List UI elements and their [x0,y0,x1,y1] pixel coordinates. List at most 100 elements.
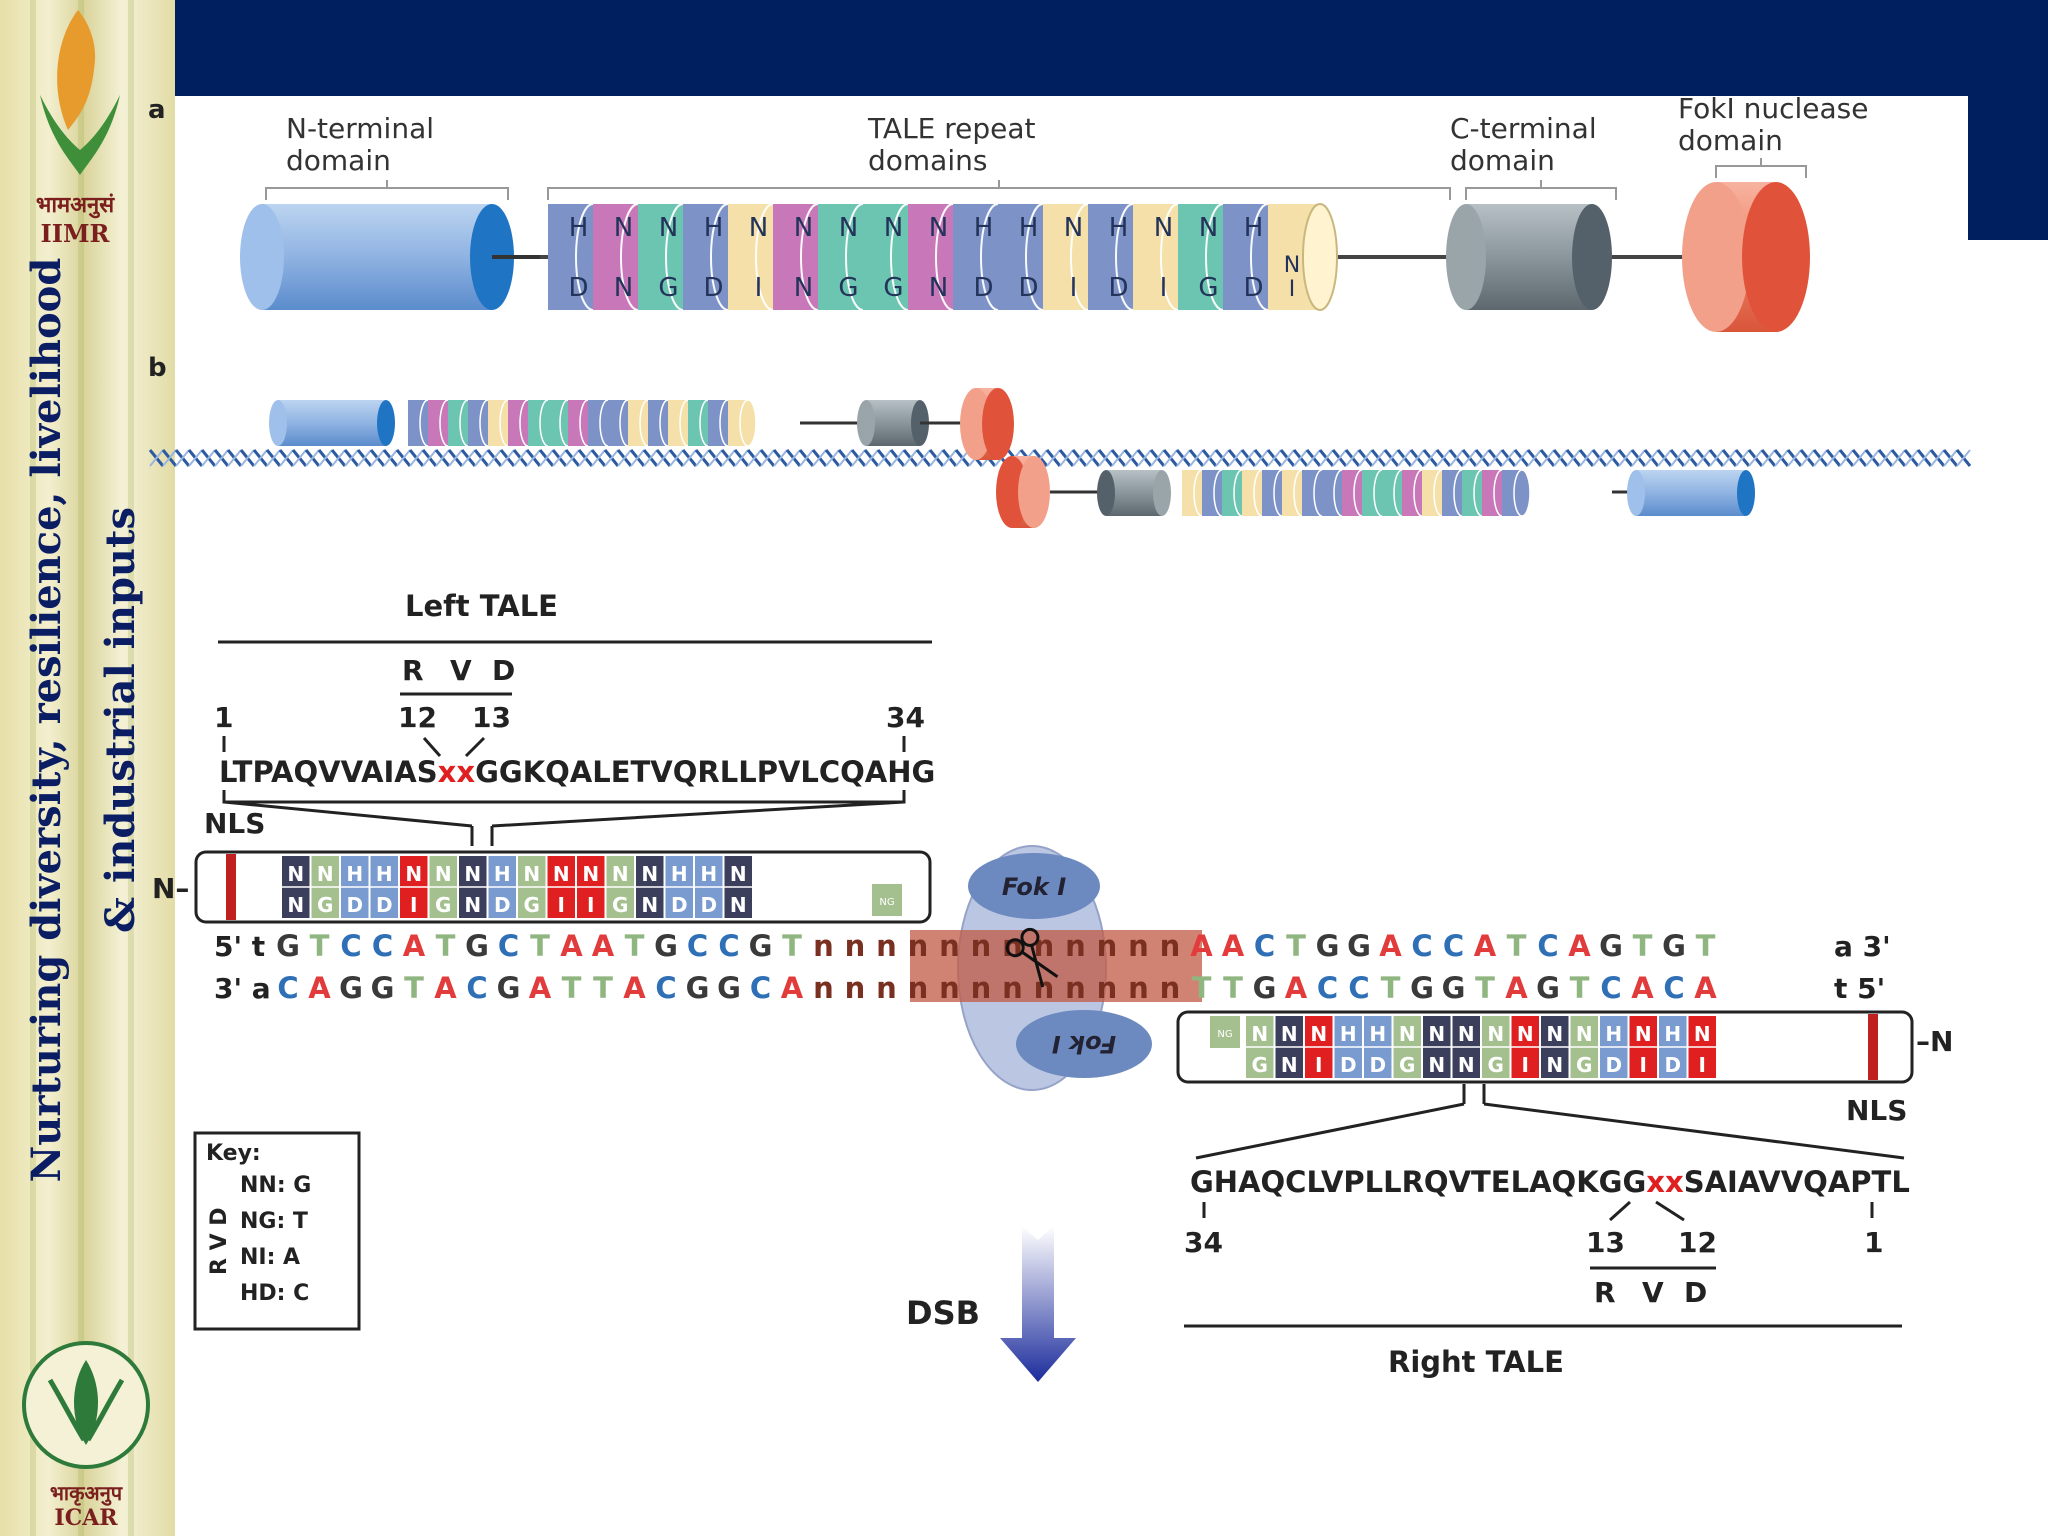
repeat-rvd-bottom-2: N [614,273,633,303]
dna-base: A [403,929,426,963]
repeat-rvd-top-14: N [1154,213,1173,243]
rvd-box-14: NI [1629,1016,1657,1078]
foki-label-2: domain [1678,124,1783,157]
svg-text:G: G [612,893,628,917]
dna-base: n [1097,971,1118,1005]
svg-text:N: N [1251,1022,1268,1046]
bottom-strand-5prime: t 5' [1834,972,1885,1005]
dna-base: C [340,929,361,963]
right-pos-34: 34 [1184,1226,1223,1259]
panel-b-left-repeats [408,399,757,447]
repeat-rvd-top-10: H [974,213,994,243]
repeat-rvd-bottom-1: D [568,273,588,303]
repeat-rvd-bottom-11: D [1018,273,1038,303]
icar-hindi: भाकृअनुप [50,1481,124,1506]
dna-base: G [686,971,710,1005]
c-terminal-label-2: domain [1450,144,1555,177]
repeat-rvd-bottom-15: G [1198,273,1218,303]
repeat-rvd-top-9: N [929,213,948,243]
dna-base: T [1286,929,1306,963]
svg-text:I: I [410,893,417,917]
repeat-rvd-bottom-8: G [883,273,903,303]
rvd-box-8: NN [1452,1016,1480,1078]
dna-base: T [1223,971,1243,1005]
repeat-rvd-top-2: N [614,213,633,243]
left-repeat-sequence: LTPAQVVAIASxxGGKQALETVQRLLPVLCQAHG [219,755,935,789]
svg-text:H: H [376,862,393,886]
svg-text:N: N [287,862,304,886]
svg-text:N: N [612,862,629,886]
repeat-rvd-bottom-12: I [1070,273,1078,303]
half-repeat-top: N [1284,253,1300,278]
n-terminal-domain [240,204,514,310]
dna-base: G [1316,929,1340,963]
dna-base: T [404,971,424,1005]
svg-text:N: N [1546,1022,1563,1046]
dna-base: A [1694,971,1717,1005]
repeat-rvd-top-3: N [659,213,678,243]
svg-text:N: N [1517,1022,1534,1046]
rvd-box-14: HD [665,856,693,918]
rvd-box-3: NI [1305,1016,1333,1078]
dna-base: T [1633,929,1653,963]
left-pos-12: 12 [398,701,437,734]
repeat-rvd-top-6: N [794,213,813,243]
svg-text:N: N [405,862,422,886]
svg-text:N: N [641,862,658,886]
dna-base: T [436,929,456,963]
rvd-box-4: HD [370,856,398,918]
dna-base: A [434,971,457,1005]
dna-base: n [1128,971,1149,1005]
panel-b-right-talen [996,456,1755,528]
panel-a-label: a [148,95,166,125]
repeat-rvd-bottom-7: G [838,273,858,303]
right-half-repeat-label: NG [1217,1029,1232,1040]
rvd-box-15: HD [695,856,723,918]
left-n-terminus: N– [152,872,189,905]
dna-base: T [1475,971,1495,1005]
panel-b-right-repeats [1182,469,1531,517]
repeat-rvd-top-16: H [1244,213,1264,243]
repeat-rvd-top-8: N [884,213,903,243]
icar-logo: भाकृअनुप ICAR [22,1341,150,1531]
dna-base: n [1128,929,1149,963]
dna-base: n [813,971,834,1005]
svg-text:N: N [1458,1022,1475,1046]
rvd-box-2: NN [1275,1016,1303,1078]
top-strand-3prime: a 3' [1834,930,1891,963]
dna-base: A [1505,971,1528,1005]
foki-label-1: FokI nuclease [1678,92,1868,125]
dna-base: T [1192,971,1212,1005]
right-rvd-d: D [1684,1276,1707,1309]
svg-text:N: N [641,893,658,917]
rvd-box-8: HD [488,856,516,918]
dna-base: A [1222,929,1245,963]
dna-base: G [339,971,363,1005]
rvd-box-16: NN [724,856,752,918]
left-pos-34: 34 [886,701,925,734]
rvd-box-5: HD [1364,1016,1392,1078]
dna-base: T [1696,929,1716,963]
dna-base: A [1631,971,1654,1005]
dna-base: n [908,971,929,1005]
rvd-box-13: NN [636,856,664,918]
svg-text:N: N [553,862,570,886]
dna-base: C [687,929,708,963]
dna-base: n [845,929,866,963]
dna-base: n [939,971,960,1005]
right-pos-13: 13 [1586,1226,1625,1259]
repeat-rvd-bottom-3: G [658,273,678,303]
rvd-box-12: NG [606,856,634,918]
repeat-rvd-bottom-10: D [973,273,993,303]
rvd-box-9: NG [1482,1016,1510,1078]
n-terminal-bracket [265,180,509,200]
repeat-rvd-top-7: N [839,213,858,243]
dna-base: C [1600,971,1621,1005]
dna-base: G [654,929,678,963]
svg-text:N: N [1281,1053,1298,1077]
svg-text:D: D [376,893,393,917]
svg-text:H: H [671,862,688,886]
left-nls-label: NLS [204,807,265,840]
